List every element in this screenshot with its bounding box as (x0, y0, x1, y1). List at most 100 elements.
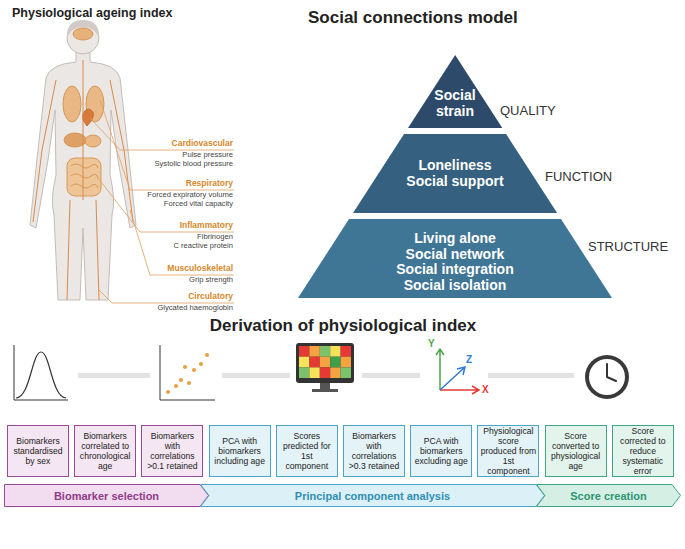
blood-vessels (33, 60, 133, 300)
system-name: Inflammatory (180, 221, 233, 231)
biomarker-name: Glycated haemoglobin (157, 304, 233, 313)
process-box: Biomarkers standardised by sex (7, 425, 69, 477)
chevron-fill (5, 485, 209, 507)
band-text-column: Living aloneSocial networkSocial integra… (298, 231, 612, 293)
band-text: Social network (406, 247, 505, 263)
monitor-frame (296, 343, 354, 383)
system-name: Respiratory (186, 179, 233, 189)
stage-chevron: Principal component analysis (200, 484, 545, 507)
body-silhouette (30, 52, 136, 300)
heart-organ (83, 109, 94, 126)
band-fill (298, 219, 612, 298)
section-heading: Physiological ageing index (12, 6, 172, 20)
axis-label: Y (428, 338, 435, 350)
pyramid-band: Social strain (408, 55, 502, 128)
leader-line (100, 100, 234, 190)
axis-label: Z (466, 354, 472, 366)
band-text-column: LonelinessSocial support (353, 158, 557, 189)
band-text: Social isolation (404, 278, 507, 294)
box-text: PCA with biomarkers including age (212, 436, 268, 466)
biomarker-name: Fibrinogen (197, 233, 233, 242)
level-label: STRUCTURE (588, 240, 668, 255)
process-box: Biomarkers with correlations >0.3 retain… (343, 425, 405, 477)
heat-cell (330, 346, 340, 357)
biomarker-name: Pulse pressure (182, 151, 233, 160)
process-box: Score corrected to reduce systematic err… (612, 425, 674, 477)
biomarker-name: Grip strength (189, 276, 233, 285)
level-label: FUNCTION (545, 170, 612, 185)
axes-icon (436, 349, 479, 394)
scatter-point (183, 365, 187, 369)
process-box: Scores predicted for 1st component (276, 425, 338, 477)
band-fill (408, 55, 502, 128)
clock-rim (585, 355, 629, 399)
process-box: PCA with biomarkers including age (209, 425, 271, 477)
biomarker-name: Systolic blood pressure (154, 160, 233, 169)
scatter-point (179, 378, 183, 382)
band-text-column: Social strain (408, 88, 502, 119)
process-box: Physiological score produced from 1st co… (477, 425, 539, 477)
connector-bar (222, 373, 290, 378)
scatter-point (174, 384, 178, 388)
band-text: Loneliness (418, 158, 491, 174)
process-icons (14, 343, 629, 400)
process-box: Biomarkers correlated to chronological a… (74, 425, 136, 477)
heat-cell (309, 367, 319, 378)
heat-cell (320, 367, 330, 378)
box-text: Biomarkers with correlations >0.3 retain… (346, 431, 402, 471)
y-axis (436, 349, 444, 390)
stage-label: Score creation (570, 490, 646, 502)
system-name: Musculoskeletal (167, 264, 233, 274)
bell-curve (16, 352, 66, 398)
scatter-points (166, 353, 209, 394)
lung-organ (63, 86, 81, 122)
leader-lines (90, 100, 234, 303)
scatter-axes (160, 345, 215, 400)
box-text: Scores predicted for 1st component (279, 431, 335, 471)
leader-line (98, 178, 234, 232)
process-box: Score converted to physiological age (545, 425, 607, 477)
process-box: Biomarkers with correlations >0.1 retain… (141, 425, 203, 477)
band-text: Living alone (414, 231, 496, 247)
box-text: Physiological score produced from 1st co… (480, 426, 536, 476)
heat-cell (299, 367, 309, 378)
clock-icon (585, 355, 629, 399)
biomarker-name: Forced vital capacity (164, 200, 233, 209)
clock-face (589, 359, 625, 395)
heat-cell (341, 367, 351, 378)
band-text: Social support (406, 174, 503, 190)
brain-organ (73, 28, 93, 40)
process-box: PCA with biomarkers excluding age (410, 425, 472, 477)
box-text: Score converted to physiological age (548, 431, 604, 471)
heat-cell (309, 346, 319, 357)
pyramid-band: LonelinessSocial support (353, 134, 557, 213)
intestine-folds (71, 164, 98, 188)
stage-chevron: Biomarker selection (4, 484, 209, 507)
leader-line (99, 290, 234, 303)
heat-cell (330, 367, 340, 378)
pyramid-band: Living aloneSocial networkSocial integra… (298, 219, 612, 298)
scatter-point (192, 368, 196, 372)
scatter-point (166, 390, 170, 394)
stage-label: Principal component analysis (295, 490, 450, 502)
box-text: Biomarkers with correlations >0.1 retain… (144, 431, 200, 471)
chevron-fill (537, 485, 681, 507)
heatmap-monitor (296, 343, 354, 392)
scatter-point (205, 353, 209, 357)
biomarker-name: C reactive protein (173, 242, 233, 251)
chevron-fill (201, 485, 545, 507)
stage-chevron: Score creation (536, 484, 681, 507)
heat-cell (320, 357, 330, 368)
section-heading: Derivation of physiological index (210, 316, 476, 336)
axis-label: X (482, 384, 489, 396)
bell-curve-axes (14, 345, 68, 400)
system-name: Circulatory (188, 292, 233, 302)
biomarker-name: Forced expiratory volume (147, 191, 233, 200)
heat-cell (320, 346, 330, 357)
heat-cell (341, 357, 351, 368)
heat-cell (341, 346, 351, 357)
heat-cell (309, 357, 319, 368)
box-text: Score corrected to reduce systematic err… (615, 426, 671, 476)
heat-cell (299, 357, 309, 368)
